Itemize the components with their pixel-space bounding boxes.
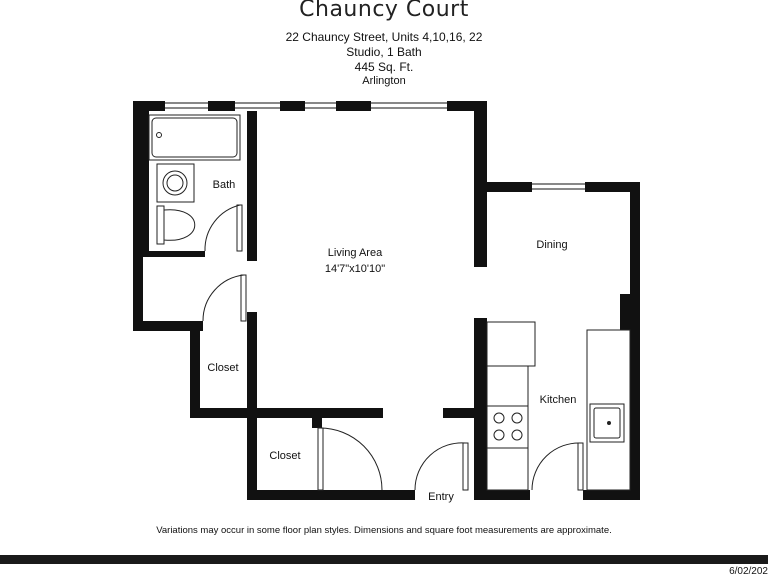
room-label-closet-left: Closet xyxy=(207,362,238,374)
room-label-closet-bottom: Closet xyxy=(269,450,300,462)
bath-fixtures xyxy=(148,114,241,245)
doors xyxy=(202,204,584,491)
address-line: 22 Chauncy Street, Units 4,10,16, 22 xyxy=(285,30,483,44)
room-label-dining: Dining xyxy=(536,239,567,251)
refrigerator xyxy=(486,321,536,367)
living-dimensions: 14'7"x10'10" xyxy=(325,263,385,275)
toilet-bowl xyxy=(163,209,195,241)
room-label-entry: Entry xyxy=(428,491,454,503)
city-line: Arlington xyxy=(362,75,406,87)
date-stamp: 6/02/202 xyxy=(729,566,768,577)
stove xyxy=(486,405,529,449)
square-footage-line: 445 Sq. Ft. xyxy=(354,60,414,74)
tub-drain xyxy=(156,132,162,138)
room-label-bath: Bath xyxy=(213,179,236,191)
windows xyxy=(165,102,585,190)
unit-type-line: Studio, 1 Bath xyxy=(346,45,422,59)
walls xyxy=(133,101,640,500)
room-label-living: Living Area xyxy=(328,247,383,259)
kitchen-counter xyxy=(486,365,529,407)
footer-bar xyxy=(0,555,768,564)
plan-title: Chauncy Court xyxy=(299,0,469,22)
disclaimer-text: Variations may occur in some floor plan … xyxy=(156,525,612,536)
room-label-kitchen: Kitchen xyxy=(540,394,577,406)
kitchen-fixtures xyxy=(486,321,631,491)
toilet-tank xyxy=(156,205,165,245)
